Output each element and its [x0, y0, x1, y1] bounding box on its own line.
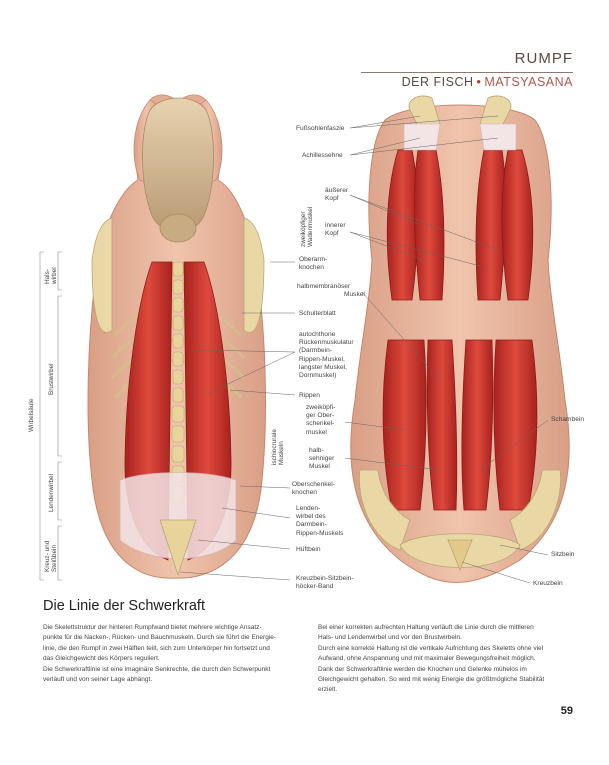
- header-rule: [361, 72, 573, 73]
- label-zweikoepfiger-oberschenkelmuskel: zweiköpfi- ger Ober- schenkel- muskel: [306, 404, 336, 436]
- chapter-header: RUMPF: [515, 50, 573, 67]
- label-oberarmknochen: Oberarm- knochen: [299, 256, 328, 272]
- label-kreuzbein-sitzbein-hoecker-band: Kreuzbein-Sitzbein- höcker-Band: [296, 575, 354, 591]
- label-achillessehne: Achillessehne: [302, 152, 343, 159]
- right-foot-bones: [479, 95, 512, 131]
- right-femur-bone: [509, 469, 562, 551]
- label-rueckenmuskulatur: autochthone Rückenmuskulatur (Darmbein- …: [299, 331, 354, 380]
- label-ischiocrurale-muskeln: ischiocrurale Muskeln: [271, 429, 285, 465]
- label-schambein: Schambein: [551, 416, 584, 423]
- left-scapula-bone: [91, 217, 113, 333]
- label-halbmembranoeser-muskel: halbmembranöser Muskel: [297, 283, 365, 299]
- label-rippen: Rippen: [299, 392, 320, 399]
- label-wirbelsaeule: Wirbelsäule: [28, 398, 35, 432]
- text-line: verläuft und von seiner Lage abhängt.: [43, 676, 153, 684]
- label-zweikoepfiger-wadenmuskel: zweiköpfiger Wadenmuskel: [300, 206, 314, 247]
- text-line: Aufwand, ohne Anspannung und mit maximal…: [318, 655, 536, 663]
- section-title: RUMPF: [514, 50, 573, 67]
- text-line: punkte für die Nacken-, Rücken- und Bauc…: [43, 634, 277, 642]
- label-kreuz-steissbein: Kreuz- und Steißbein: [44, 540, 58, 572]
- thoracolumbar-fascia: [119, 472, 237, 560]
- text-line: das Gleichgewicht des Körpers reguliert.: [43, 655, 160, 663]
- article-left-column: Die Skelettstruktur der hinteren Rumpfwa…: [43, 623, 305, 685]
- pose-name: DER FISCH: [401, 75, 474, 89]
- text-line: linie, die den Rumpf in zwei Hälften tei…: [43, 644, 270, 652]
- pose-title: DER FISCH•MATSYASANA: [402, 75, 573, 89]
- text-line: Bei einer korrekten aufrechten Haltung v…: [318, 624, 534, 631]
- title-separator: •: [476, 75, 482, 89]
- text-line: Durch eine korrekte Haltung ist die vert…: [318, 644, 544, 652]
- label-sitzbein: Sitzbein: [551, 551, 575, 558]
- label-schulterblatt: Schulterblatt: [299, 310, 336, 317]
- spine-region-brackets: [39, 251, 62, 581]
- label-fusssohlenfaszie: Fußsohlenfaszie: [296, 125, 345, 132]
- label-halbsehniger-muskel: halb- sehniger Muskel: [309, 447, 335, 471]
- right-gastrocnemius-outer: [501, 149, 534, 301]
- right-biceps-femoris: [493, 339, 538, 511]
- hair-bun: [159, 213, 197, 243]
- right-semitendinosus: [461, 339, 494, 511]
- text-line: Dank der Schwerkraftlinie werden die Kno…: [318, 665, 527, 673]
- back-view-figure: [87, 94, 266, 579]
- text-line: Die Schwerkraftlinie ist eine imaginäre …: [43, 665, 271, 673]
- article-headline: Die Linie der Schwerkraft: [43, 598, 205, 614]
- text-line: Gleichgewicht gehalten. So wird mit weni…: [318, 676, 545, 684]
- left-gastrocnemius-inner: [413, 149, 445, 301]
- pose-sanskrit-name: MATSYASANA: [484, 75, 573, 89]
- text-line: Die Skelettstruktur der hinteren Rumpfwa…: [43, 624, 262, 631]
- article-right-column: Bei einer korrekten aufrechten Haltung v…: [318, 623, 570, 696]
- label-lendenwirbel: Lendenwirbel: [48, 473, 55, 512]
- head-hair: [142, 97, 214, 233]
- right-scapula-bone: [243, 217, 265, 333]
- right-gastrocnemius-inner: [475, 149, 507, 301]
- page-number: 59: [560, 705, 573, 717]
- anatomy-illustration: [39, 94, 570, 584]
- text-line: erzielt.: [318, 686, 338, 694]
- label-kreuzbein-legs: Kreuzbein: [533, 580, 563, 587]
- sacrum-bone-legs: [447, 539, 473, 572]
- legs-view-figure: [350, 95, 570, 583]
- label-oberschenkelknochen: Oberschenkel- knochen: [292, 481, 335, 497]
- label-halswirbel: Hals- wirbel: [44, 267, 58, 284]
- label-brustwirbel: Brustwirbel: [48, 363, 55, 395]
- left-achilles-tendon: [403, 123, 441, 151]
- left-femur-bone: [358, 469, 411, 551]
- label-leader-lines: [179, 115, 549, 584]
- sacrum-bone: [159, 519, 197, 577]
- label-lendenwirbel-darmbein: Lenden- wirbel des Darmbein- Rippen-Musk…: [296, 505, 344, 537]
- text-line: Hals- und Lendenwirbel und vor den Brust…: [318, 634, 462, 642]
- label-innerer-kopf: innerer Kopf: [325, 222, 346, 238]
- left-semitendinosus: [426, 339, 458, 511]
- label-aeusserer-kopf: äußerer Kopf: [325, 187, 349, 203]
- right-achilles-tendon: [479, 123, 517, 151]
- label-hueftbein: Hüftbein: [296, 546, 321, 553]
- left-biceps-femoris: [382, 339, 427, 511]
